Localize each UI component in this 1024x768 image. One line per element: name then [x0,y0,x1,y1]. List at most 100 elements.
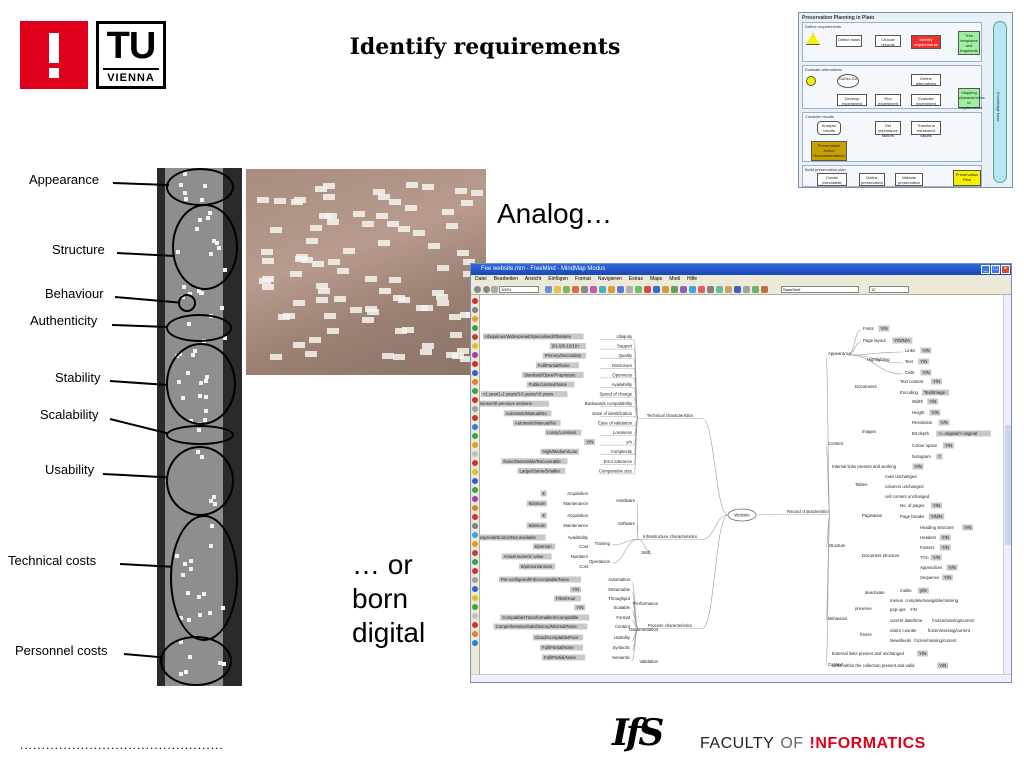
window-titlebar[interactable]: Fee website.mm - FreeMind - MindMap Modu… [471,264,1011,275]
toolbar-button-icon[interactable] [725,286,732,293]
toolbar-button-icon[interactable] [563,286,570,293]
toolbar-button-icon[interactable] [599,286,606,293]
technical-value-box [549,343,586,350]
maximize-button[interactable]: □ [991,265,1000,274]
palette-icon[interactable] [472,613,478,619]
palette-icon[interactable] [472,469,478,475]
toolbar-button-icon[interactable] [698,286,705,293]
toolbar-button-icon[interactable] [671,286,678,293]
context-value-box [917,650,928,657]
view-icon[interactable] [491,286,498,293]
freemind-window[interactable]: Fee website.mm - FreeMind - MindMap Modu… [470,263,1012,683]
menu-item[interactable]: Navigieren [597,276,622,282]
photo-sticky-note [273,197,286,204]
palette-icon[interactable] [472,505,478,511]
toolbar-button-icon[interactable] [662,286,669,293]
toolbar-button-icon[interactable] [626,286,633,293]
palette-icon[interactable] [472,415,478,421]
palette-icon[interactable] [472,586,478,592]
toolbar-button-icon[interactable] [680,286,687,293]
menu-item[interactable]: Ansicht [524,276,542,282]
palette-icon[interactable] [472,595,478,601]
photo-sticky-note [419,348,432,355]
palette-icon[interactable] [472,550,478,556]
toolbar-button-icon[interactable] [752,286,759,293]
close-button[interactable]: × [1001,265,1010,274]
palette-icon[interactable] [472,298,478,304]
minimize-button[interactable]: _ [981,265,990,274]
palette-icon[interactable] [472,379,478,385]
palette-icon[interactable] [472,460,478,466]
menu-item[interactable]: Modi [669,276,681,282]
record-group: Structure [828,543,846,548]
menu-item[interactable]: Einfügen [548,276,569,282]
palette-icon[interactable] [472,433,478,439]
behaviour-property: visitor counter [890,628,917,633]
palette-icon[interactable] [472,397,478,403]
font-size-select[interactable]: 12 [869,286,909,293]
palette-icon[interactable] [472,577,478,583]
palette-icon[interactable] [472,388,478,394]
content-value: Y/N [945,443,952,448]
palette-icon[interactable] [472,370,478,376]
palette-icon[interactable] [472,334,478,340]
palette-icon[interactable] [472,451,478,457]
palette-icon[interactable] [472,361,478,367]
palette-icon[interactable] [472,406,478,412]
palette-icon[interactable] [472,514,478,520]
palette-icon[interactable] [472,316,478,322]
photo-sticky-note [293,342,306,349]
toolbar-button-icon[interactable] [716,286,723,293]
menu-item[interactable]: Maps [649,276,663,282]
palette-icon[interactable] [472,307,478,313]
palette-icon[interactable] [472,622,478,628]
palette-icon[interactable] [472,559,478,565]
toolbar-button-icon[interactable] [581,286,588,293]
palette-icon[interactable] [472,523,478,529]
toolbar-button-icon[interactable] [734,286,741,293]
palette-icon[interactable] [472,631,478,637]
toolbar-button-icon[interactable] [572,286,579,293]
menu-item[interactable]: Format [575,276,591,282]
toolbar-button-icon[interactable] [608,286,615,293]
toolbar-button-icon[interactable] [761,286,768,293]
menu-item[interactable]: Datei [475,276,487,282]
toolbar-button-icon[interactable] [617,286,624,293]
palette-icon[interactable] [472,478,478,484]
scroll-thumb[interactable] [1005,425,1011,545]
toolbar-button-icon[interactable] [554,286,561,293]
infrastructure-group: Training [595,541,611,546]
palette-icon[interactable] [472,424,478,430]
menu-item[interactable]: Bearbeiten [493,276,518,282]
palette-icon[interactable] [472,568,478,574]
palette-icon[interactable] [472,343,478,349]
toolbar-button-icon[interactable] [590,286,597,293]
back-icon[interactable] [474,286,481,293]
menu-item[interactable]: Hilfe [687,276,698,282]
photo-sticky-note [306,238,319,245]
toolbar-button-icon[interactable] [635,286,642,293]
horizontal-scrollbar[interactable] [471,674,1011,682]
photo-sticky-note [365,305,378,312]
font-select[interactable]: SansSerif [781,286,859,293]
toolbar-button-icon[interactable] [644,286,651,293]
palette-icon[interactable] [472,640,478,646]
toolbar-button-icon[interactable] [689,286,696,293]
palette-icon[interactable] [472,442,478,448]
zoom-select[interactable]: 100% [499,286,539,293]
palette-icon[interactable] [472,541,478,547]
toolbar-button-icon[interactable] [545,286,552,293]
palette-icon[interactable] [472,352,478,358]
palette-icon[interactable] [472,532,478,538]
palette-icon[interactable] [472,487,478,493]
toolbar-button-icon[interactable] [707,286,714,293]
menu-item[interactable]: Extras [628,276,643,282]
palette-icon[interactable] [472,496,478,502]
toolbar-button-icon[interactable] [743,286,750,293]
palette-icon[interactable] [472,325,478,331]
toolbar-button-icon[interactable] [653,286,660,293]
vertical-scrollbar[interactable] [1003,295,1011,674]
forward-icon[interactable] [483,286,490,293]
palette-icon[interactable] [472,604,478,610]
